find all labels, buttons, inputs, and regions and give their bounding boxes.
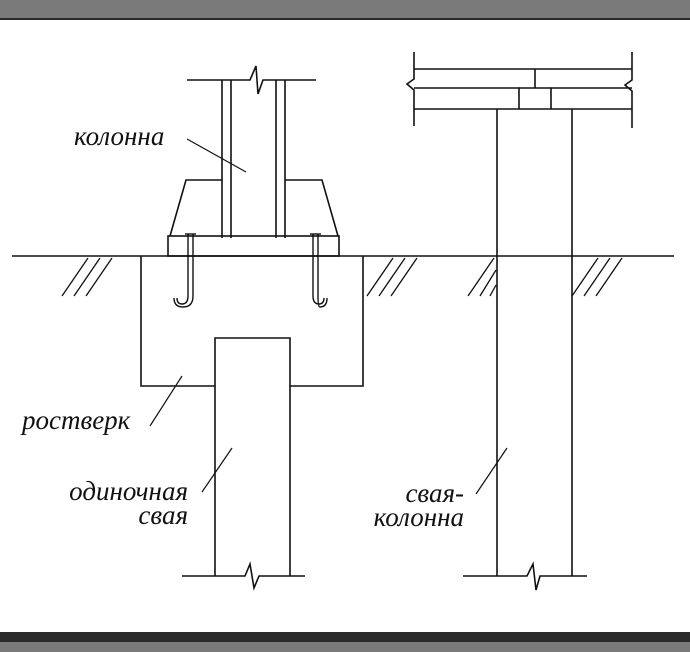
label-pile-cap: ростверк [22, 405, 131, 435]
bottom-frame-bar [0, 632, 690, 652]
anchor-bolts [173, 233, 328, 308]
top-frame-bar [0, 0, 690, 20]
label-single-pile: одиночная свая [69, 476, 188, 530]
floor-slab [405, 52, 633, 128]
label-single-pile-line2: свая [138, 500, 188, 530]
column [187, 65, 316, 238]
label-column: колонна [74, 121, 165, 151]
single-pile [182, 337, 305, 591]
leader-lines [149, 138, 508, 495]
label-pile-column-line1: свая- [405, 478, 464, 508]
label-pile-column-line2: колонна [373, 502, 464, 532]
label-pile-column: свая- колонна [373, 478, 464, 532]
column-base [167, 179, 340, 257]
pile-cap [140, 256, 215, 387]
label-single-pile-line1: одиночная [69, 476, 188, 506]
ground-hatching [61, 257, 623, 297]
pile-column [463, 109, 587, 591]
